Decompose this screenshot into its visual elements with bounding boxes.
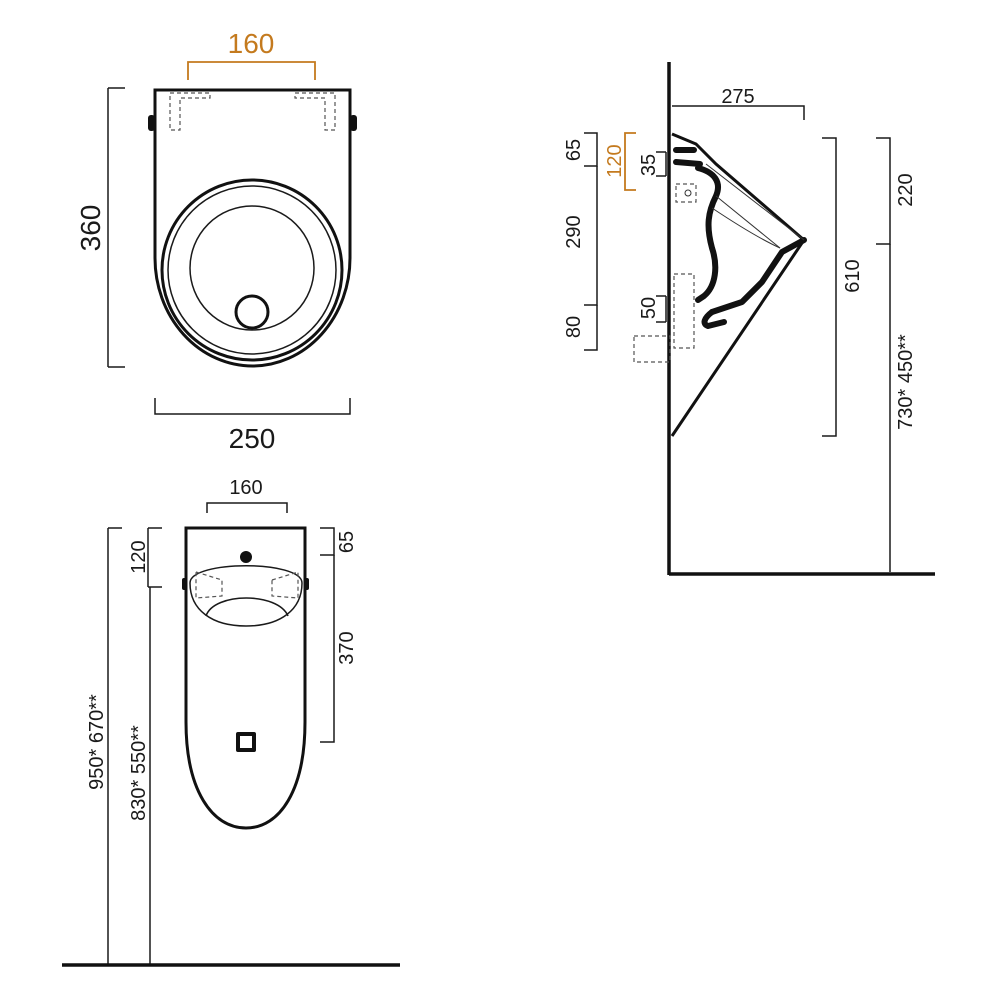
top-view-right-lug [350, 115, 357, 131]
side-view-trap [695, 165, 727, 329]
side-view-hidden-fitting-top [675, 183, 697, 203]
side-view: 275 65 120 35 290 50 80 610 220 730* 450… [563, 62, 935, 576]
top-view-rim-inner [167, 185, 337, 355]
side-view-dim-65-line [584, 132, 598, 167]
side-view-hidden-fitting-waste [673, 273, 695, 349]
front-view-right-bracket-hidden [271, 571, 299, 599]
side-view-guide-line-b [715, 195, 781, 249]
side-view-dim-610-line [822, 137, 837, 437]
side-view-dim-50-line [656, 295, 667, 323]
front-view: 160 120 950* 670** 830* 550** 65 370 [62, 477, 400, 967]
side-view-dim-275-label: 275 [721, 86, 754, 108]
top-view-body-outline [153, 88, 352, 368]
side-view-dim-50-label: 50 [638, 297, 660, 319]
side-view-dim-610-label: 610 [842, 259, 864, 292]
side-view-hidden-fitting-box [633, 335, 671, 363]
side-view-body-outer [670, 132, 806, 437]
side-view-dim-290-label: 290 [563, 215, 585, 248]
front-view-dim-160-line [206, 502, 288, 513]
front-view-right-lug [304, 578, 309, 590]
side-view-dim-35-label: 35 [638, 154, 660, 176]
side-view-dim-height-label: 730* 450** [895, 334, 917, 430]
side-view-fixing-point [684, 189, 692, 197]
side-view-inlet-pipe [673, 147, 703, 167]
side-view-dim-120-line [624, 132, 636, 191]
front-view-dim-outer-label: 950* 670** [86, 694, 108, 790]
side-view-bowl-inner [711, 207, 781, 249]
front-view-dim-120-label: 120 [128, 540, 150, 573]
front-view-dim-370-label: 370 [336, 631, 358, 664]
side-view-dim-220-line [876, 137, 891, 245]
top-view-right-bracket-hidden [294, 92, 336, 131]
front-view-dim-65-line [320, 527, 335, 556]
top-view: 160 360 250 [75, 28, 357, 454]
side-view-bowl-front [709, 237, 807, 315]
front-view-dim-65-label: 65 [336, 531, 358, 553]
front-view-flush-inlet [240, 551, 252, 563]
top-view-left-bracket-hidden [169, 92, 211, 131]
top-view-dim-160-label: 160 [228, 28, 275, 59]
top-view-left-lug [148, 115, 155, 131]
front-view-bowl-inner [205, 597, 289, 617]
front-view-dim-inner-label: 830* 550** [128, 725, 150, 821]
side-view-dim-80-label: 80 [563, 316, 585, 338]
front-view-dim-outer-line [107, 527, 122, 965]
front-view-dim-160-label: 160 [229, 477, 262, 499]
side-view-dim-65-label: 65 [563, 139, 585, 161]
side-view-guide-line-a [705, 163, 805, 241]
front-view-dim-370-line [320, 555, 335, 743]
side-view-dim-275-line [672, 105, 805, 120]
front-view-drain-grill [240, 736, 252, 748]
top-view-dim-250-line [154, 398, 351, 415]
top-view-dim-360-line [107, 87, 125, 368]
side-view-dim-80-line [584, 305, 598, 351]
top-view-dim-250-label: 250 [229, 423, 276, 454]
front-view-left-lug [182, 578, 187, 590]
top-view-dim-360-label: 360 [75, 205, 106, 252]
side-view-dim-290-line [584, 166, 598, 306]
front-view-bowl-rim [189, 565, 303, 627]
side-view-dim-220-label: 220 [895, 173, 917, 206]
top-view-drain [234, 294, 270, 330]
front-view-dim-120-line [147, 527, 162, 588]
top-view-rim-outer [160, 178, 344, 362]
front-view-body-outline [184, 526, 307, 830]
side-view-dim-120-label: 120 [604, 144, 626, 177]
side-view-dim-35-line [656, 151, 667, 177]
top-view-bowl [189, 205, 315, 331]
top-view-dim-160-line [187, 61, 316, 80]
front-view-left-bracket-hidden [195, 571, 223, 599]
